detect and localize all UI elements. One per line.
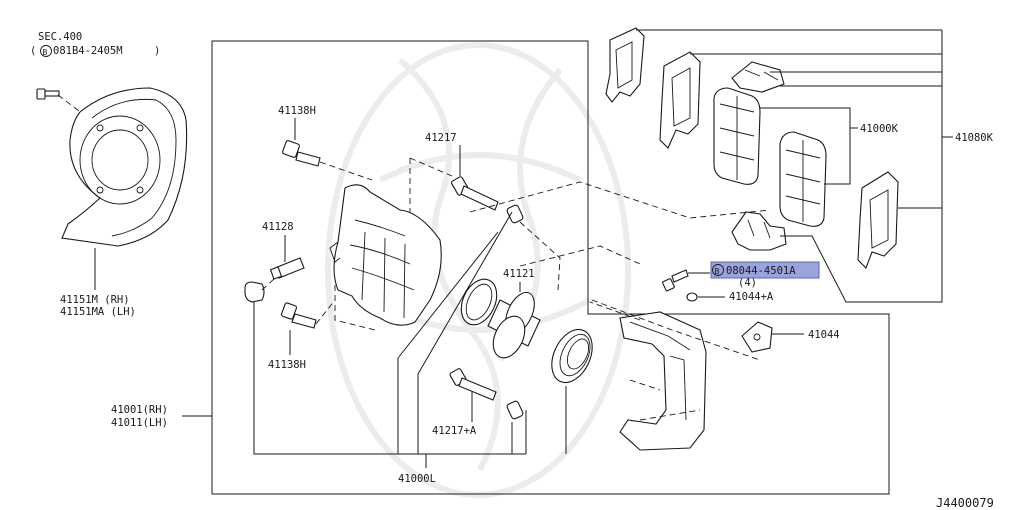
dust-shield-group: SEC.400 ( B 081B4-2405M ) 41151M (RH) 41… bbox=[30, 31, 188, 318]
label-41044[interactable]: 41044 bbox=[808, 329, 840, 341]
inner-shim-lower-icon bbox=[857, 171, 899, 269]
inner-shim-icon bbox=[659, 51, 701, 149]
figure-code: J4400079 bbox=[936, 496, 994, 510]
pad-kit-leaders bbox=[636, 29, 943, 303]
brake-pad-inner-icon[interactable] bbox=[779, 131, 827, 227]
caliper-assembly-frame bbox=[211, 40, 890, 495]
bushing-bottom-icon bbox=[506, 400, 524, 420]
label-41001[interactable]: 41001(RH) bbox=[111, 404, 168, 416]
bolt-ref-circle-letter: B bbox=[43, 48, 48, 57]
piston-seal-icon bbox=[460, 278, 498, 326]
bolt-circle-letter: B bbox=[715, 267, 720, 276]
torque-member-icon[interactable] bbox=[619, 311, 707, 451]
piston-boot-icon bbox=[551, 328, 593, 384]
label-41121[interactable]: 41121 bbox=[503, 268, 535, 280]
washer-icon bbox=[686, 292, 698, 302]
slide-pin-icon bbox=[450, 176, 499, 211]
dust-shield-icon[interactable] bbox=[61, 87, 188, 247]
piston-icon bbox=[487, 291, 541, 359]
bushing-top-icon bbox=[506, 204, 524, 224]
label-41217a[interactable]: 41217+A bbox=[432, 425, 477, 437]
selected-part-highlight bbox=[710, 261, 820, 279]
pad-clip-top-icon bbox=[731, 61, 785, 93]
label-41217[interactable]: 41217 bbox=[425, 132, 457, 144]
label-41138h-bottom[interactable]: 41138H bbox=[268, 359, 306, 371]
label-08044-4501a[interactable]: 08044-4501A bbox=[726, 265, 796, 277]
brake-pad-outer-icon[interactable] bbox=[713, 87, 761, 185]
label-41011[interactable]: 41011(LH) bbox=[111, 417, 168, 429]
label-41151ma[interactable]: 41151MA (LH) bbox=[60, 306, 136, 318]
label-41044a[interactable]: 41044+A bbox=[729, 291, 774, 303]
sec-400-label[interactable]: SEC.400 bbox=[38, 31, 82, 43]
bolt-b-circle-icon bbox=[40, 45, 52, 57]
outer-shim-icon bbox=[605, 27, 645, 103]
label-41000k[interactable]: 41000K bbox=[860, 123, 899, 135]
pad-bolt-icon bbox=[662, 269, 689, 292]
anti-rattle-plate-icon bbox=[741, 321, 773, 353]
bolt-ref-number[interactable]: 081B4-2405M bbox=[53, 45, 123, 57]
shield-bolt-icon bbox=[36, 88, 60, 100]
bleeder-cap-icon bbox=[244, 281, 265, 303]
bolt-ref-open: ( bbox=[30, 45, 36, 57]
slide-pin-a-icon bbox=[449, 368, 497, 401]
label-41000l[interactable]: 41000L bbox=[398, 473, 436, 485]
bolt-ref-close: ) bbox=[154, 45, 160, 57]
label-41138h-top[interactable]: 41138H bbox=[278, 105, 316, 117]
label-41151m[interactable]: 41151M (RH) bbox=[60, 294, 130, 306]
bolt-qty-label: (4) bbox=[738, 277, 757, 289]
bleeder-screw-icon bbox=[269, 257, 305, 280]
caliper-body-icon[interactable] bbox=[329, 184, 442, 326]
label-41080k[interactable]: 41080K bbox=[955, 132, 994, 144]
group-41000l-lines bbox=[253, 211, 567, 468]
guide-bolt-bottom-icon bbox=[280, 302, 317, 329]
guide-bolt-top-icon bbox=[282, 140, 321, 167]
label-41128[interactable]: 41128 bbox=[262, 221, 294, 233]
pad-clip-bottom-icon bbox=[731, 211, 787, 251]
bolt-b-circle-icon-2 bbox=[712, 264, 724, 276]
